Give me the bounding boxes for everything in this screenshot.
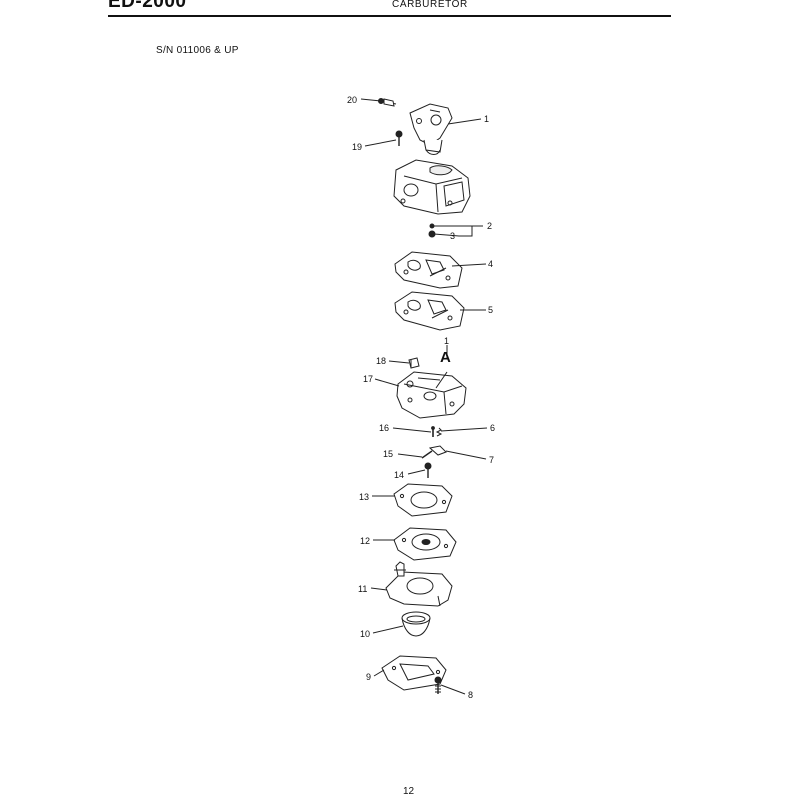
part-19-screw	[395, 130, 403, 146]
callout-12: 12	[360, 536, 370, 546]
callout-4: 4	[488, 259, 493, 269]
part-4-gasket	[394, 251, 463, 289]
part-10-filter-cup	[401, 611, 431, 637]
carburetor-body	[393, 159, 471, 215]
leader-lines	[360, 98, 488, 695]
part-14-screw	[424, 462, 432, 478]
part-1-pump-cover	[409, 103, 453, 155]
part-6-spring	[435, 427, 443, 437]
callout-18: 18	[376, 356, 386, 366]
part-17-main-body	[396, 371, 467, 419]
part-20-screw	[378, 98, 397, 107]
callout-19: 19	[352, 142, 362, 152]
callout-15: 15	[383, 449, 393, 459]
serial-number-note: S/N 011006 & UP	[156, 45, 239, 56]
callout-2: 2	[487, 221, 492, 231]
part-5-diaphragm	[394, 291, 465, 331]
callout-1: 1	[484, 114, 489, 124]
model-title: ED-2000	[108, 0, 187, 12]
part-11-pump-body	[385, 561, 453, 607]
ref-number: 1	[444, 336, 449, 346]
callout-8: 8	[468, 690, 473, 700]
callout-5: 5	[488, 305, 493, 315]
callout-11: 11	[358, 584, 367, 594]
part-15-pin	[421, 450, 433, 459]
callout-13: 13	[359, 492, 369, 502]
page-number: 12	[403, 786, 415, 797]
callout-3: 3	[450, 231, 455, 241]
part-13-gasket	[393, 483, 453, 517]
callout-20: 20	[347, 95, 357, 105]
part-16-needle	[431, 426, 435, 437]
part-18-plug	[408, 357, 420, 369]
part-12-diaphragm	[393, 527, 457, 561]
section-title: CARBURETOR	[392, 0, 468, 10]
part-7-lever	[428, 445, 447, 456]
callout-7: 7	[489, 455, 494, 465]
part-9-cover	[381, 655, 447, 691]
callout-9: 9	[366, 672, 371, 682]
ref-letter: A	[440, 349, 451, 366]
callout-17: 17	[363, 374, 373, 384]
callout-16: 16	[379, 423, 389, 433]
callout-10: 10	[360, 629, 370, 639]
part-8-screw	[434, 676, 442, 694]
callout-6: 6	[490, 423, 495, 433]
callout-14: 14	[394, 470, 404, 480]
header-rule	[108, 15, 671, 17]
